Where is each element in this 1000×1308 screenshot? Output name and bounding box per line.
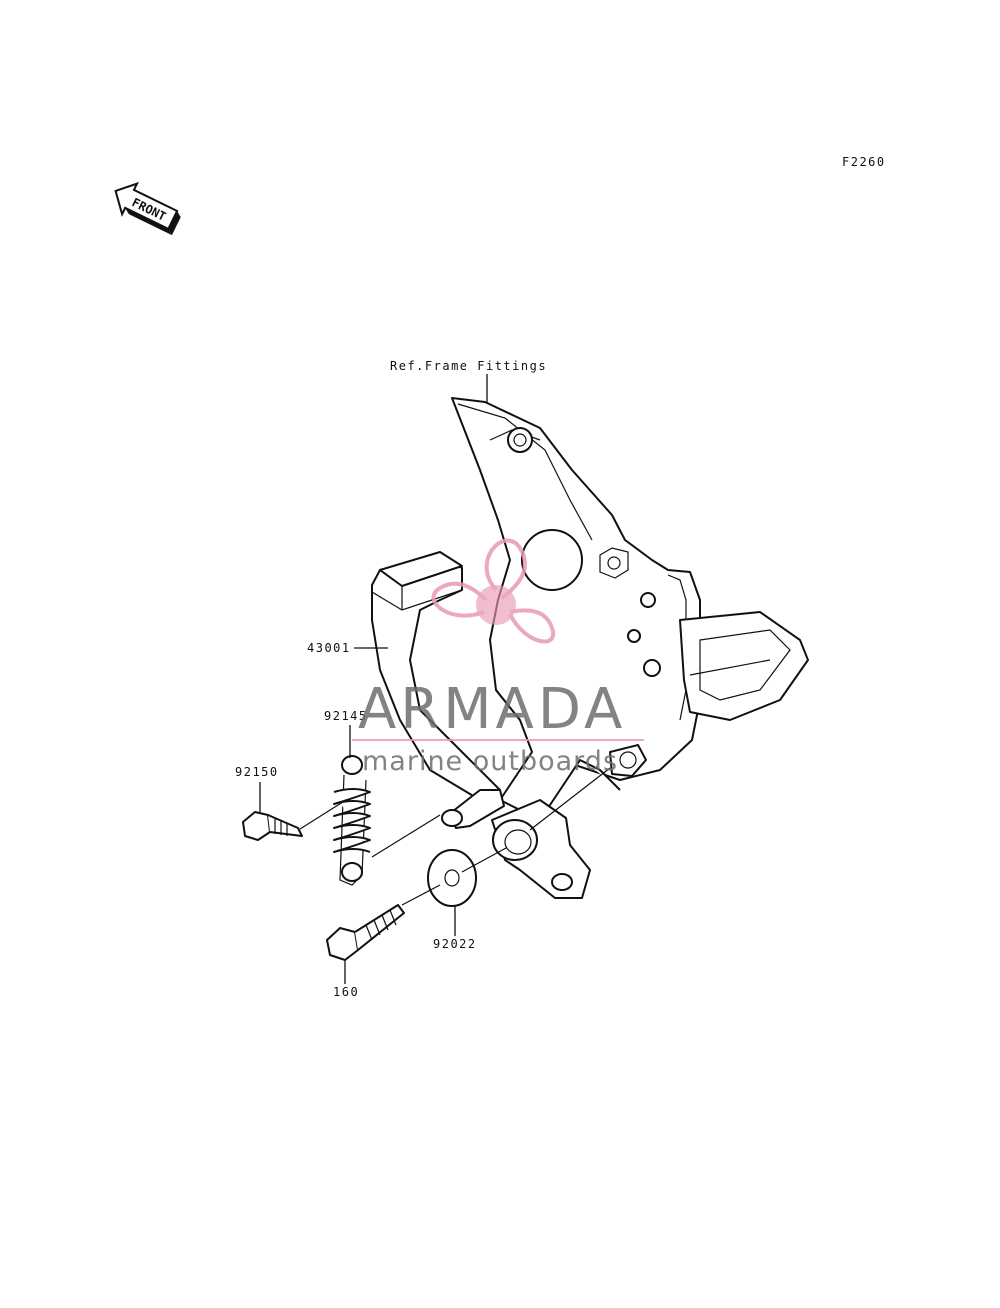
watermark-tagline: marine outboards — [362, 746, 618, 777]
propeller-icon — [431, 538, 556, 644]
part-number-bolt-bottom: 160 — [333, 985, 359, 999]
frame-bracket — [451, 397, 809, 781]
watermark-brand: ARMADA — [358, 677, 626, 742]
part-number-pedal: 43001 — [307, 641, 351, 655]
brake-pedal — [371, 551, 621, 899]
assembly-lines — [299, 767, 611, 906]
watermark-logo: ARMADA marine outboards — [352, 538, 644, 777]
front-arrow-icon: FRONT — [114, 181, 181, 236]
diagram-code: F2260 — [842, 155, 886, 169]
upper-bolt — [242, 811, 303, 841]
part-number-spring: 92145 — [324, 709, 368, 723]
part-number-bolt-top: 92150 — [235, 765, 279, 779]
return-spring — [333, 755, 371, 886]
lower-bolt — [326, 904, 405, 961]
ref-frame-label: Ref.Frame Fittings — [390, 359, 547, 373]
part-number-washer: 92022 — [433, 937, 477, 951]
washer — [427, 849, 477, 907]
